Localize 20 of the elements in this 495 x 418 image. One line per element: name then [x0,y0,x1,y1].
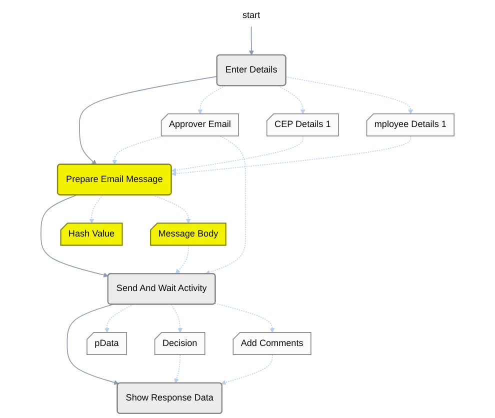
arrow [171,136,304,173]
arrow [79,76,218,165]
arrow [198,85,226,114]
arrow [286,76,414,114]
arrow [174,354,181,384]
arrow [278,85,306,114]
arrow [112,136,164,165]
arrow [40,194,109,278]
arrow [66,304,119,385]
arrow [104,304,134,333]
arrow [170,304,182,333]
arrow [214,302,275,333]
arrow [152,194,191,224]
arrow [175,245,189,274]
arrow [220,354,273,385]
node-text: start [242,10,260,20]
arrow [89,194,104,224]
arrow [171,136,412,176]
arrow [249,26,254,56]
arrow [205,136,246,275]
